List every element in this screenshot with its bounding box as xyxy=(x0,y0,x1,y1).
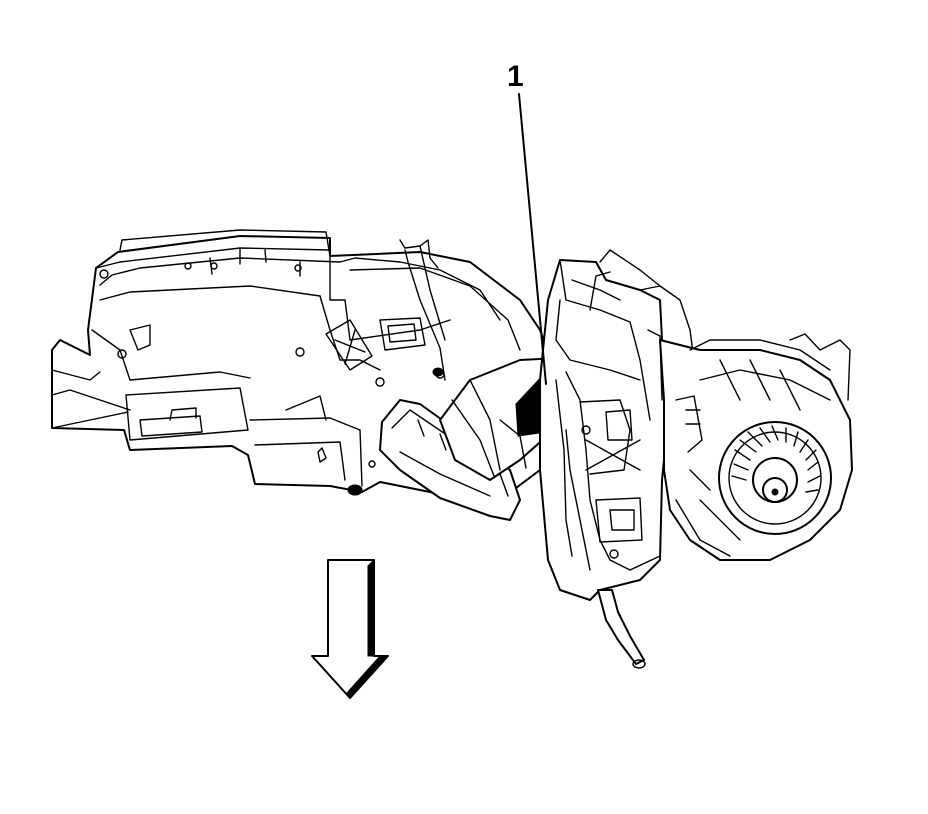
blower-module-housing xyxy=(539,249,695,669)
blower-motor-fan xyxy=(659,333,853,561)
callout-number: 1 xyxy=(507,60,524,93)
arrow-down-icon xyxy=(311,558,390,699)
callout-leader-line xyxy=(518,93,547,385)
